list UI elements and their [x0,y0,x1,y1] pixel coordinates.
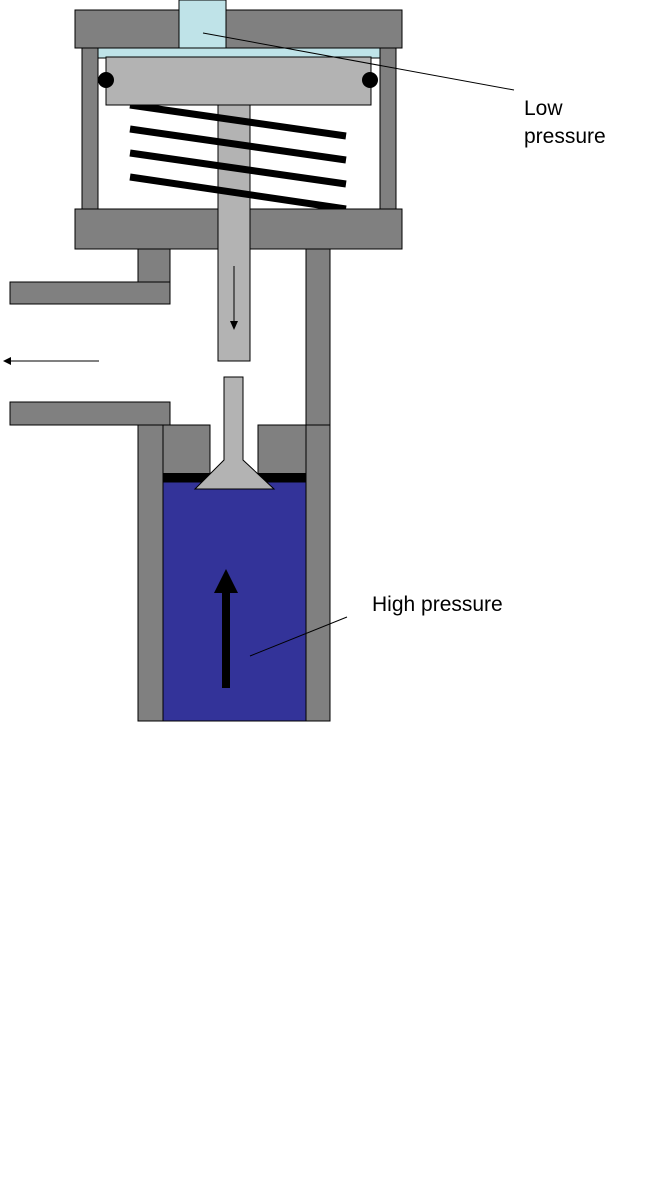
top-cap-right [225,9,403,49]
spring-coil-icon [129,101,347,213]
low-pressure-port [178,0,227,49]
pressure-force-arrow-icon [214,569,238,688]
bottom-flange-left [74,208,219,250]
housing-right-wall [379,47,397,211]
valve-seat-right [257,424,307,475]
low-pressure-label: Low pressure [524,95,634,151]
outlet-upper-pipe [9,281,171,305]
o-ring-seal-left-icon [98,72,114,88]
low-pressure-label-line1: Low [524,97,563,120]
outlet-riser [137,248,171,283]
seat-gasket-right [258,473,306,482]
outlet-flow-arrow-icon [3,357,99,365]
cylinder-left-wall [137,424,164,722]
top-cap-left [74,9,180,49]
bottom-flange-right [249,208,403,250]
outlet-lower-pipe [9,401,171,426]
high-pressure-leader-line [249,616,348,657]
high-pressure-label: High pressure [372,593,503,616]
stem-motion-arrow-icon [230,266,238,330]
outlet-right-wall [305,248,331,427]
housing-left-wall [81,47,99,211]
o-ring-seal-right-icon [362,72,378,88]
high-pressure-fluid [162,481,307,722]
cylinder-right-wall [305,424,331,722]
poppet-valve [193,376,276,490]
seat-gasket-left [163,473,210,482]
low-pressure-label-line2: pressure [524,125,606,148]
low-pressure-leader-line [202,32,515,91]
piston-plate [105,56,372,106]
valve-seat-left [162,424,211,475]
